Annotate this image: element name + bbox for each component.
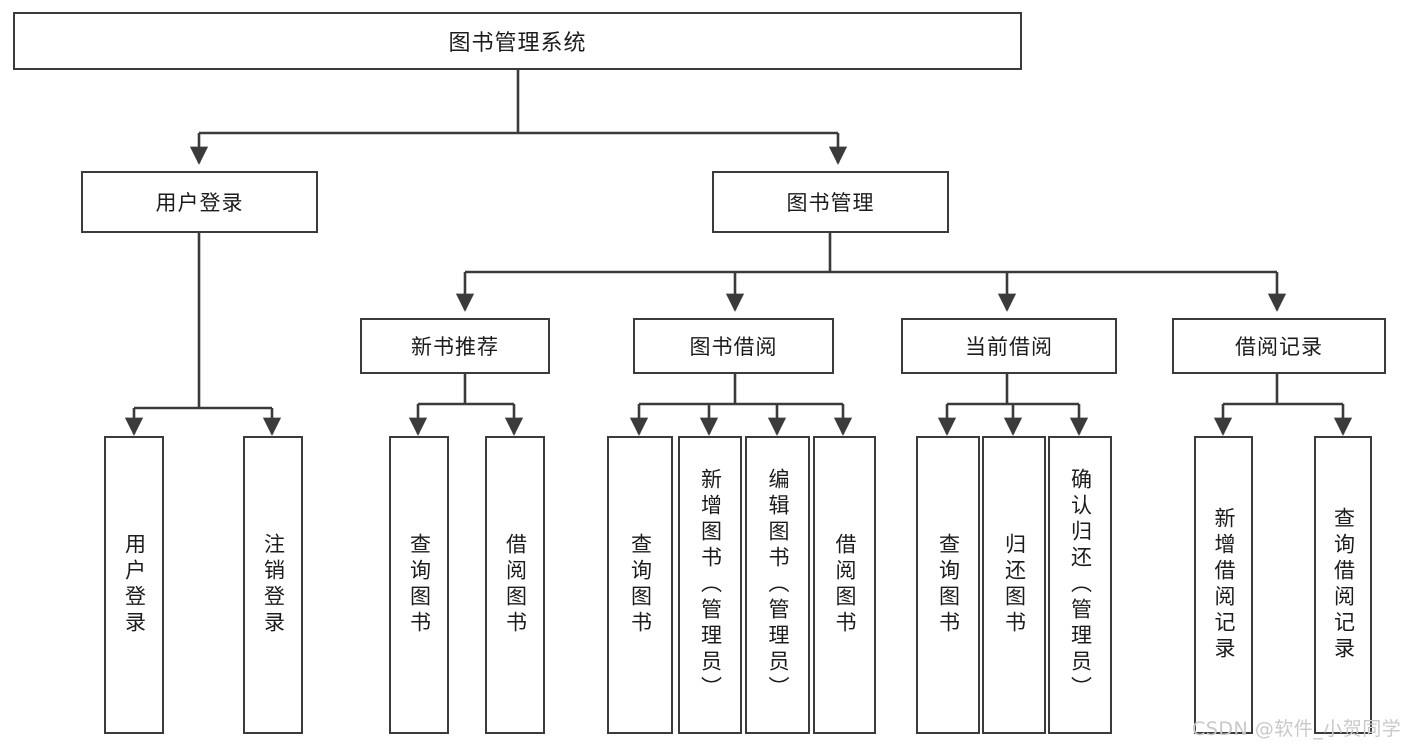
node-label: 用户登录 bbox=[155, 191, 244, 215]
node-label: 用户登录 bbox=[122, 533, 147, 637]
node-leaf-query-record[interactable]: 查询借阅记录 bbox=[1314, 436, 1372, 734]
node-label: 借阅图书 bbox=[833, 533, 857, 637]
node-label: 新书推荐 bbox=[411, 335, 499, 359]
node-leaf-edit-book[interactable]: 编辑图书（管理员） bbox=[745, 436, 810, 734]
node-leaf-query-book-2[interactable]: 查询图书 bbox=[607, 436, 673, 734]
node-label: 新增借阅记录 bbox=[1212, 507, 1236, 663]
node-label: 查询图书 bbox=[407, 533, 432, 637]
node-label: 注销登录 bbox=[261, 533, 286, 637]
node-borrow-record[interactable]: 借阅记录 bbox=[1172, 318, 1386, 374]
node-label: 确认归还（管理员） bbox=[1068, 468, 1093, 702]
node-leaf-user-login[interactable]: 用户登录 bbox=[104, 436, 164, 734]
node-leaf-query-book-3[interactable]: 查询图书 bbox=[916, 436, 980, 734]
node-label: 新增图书（管理员） bbox=[698, 468, 723, 702]
node-leaf-return-book[interactable]: 归还图书 bbox=[982, 436, 1046, 734]
node-current-borrow[interactable]: 当前借阅 bbox=[901, 318, 1117, 374]
node-label: 图书管理系统 bbox=[448, 31, 587, 56]
node-label: 借阅图书 bbox=[503, 533, 528, 637]
node-leaf-confirm-return[interactable]: 确认归还（管理员） bbox=[1048, 436, 1112, 734]
node-label: 归还图书 bbox=[1002, 533, 1027, 637]
node-label: 编辑图书（管理员） bbox=[766, 468, 790, 702]
node-user-login[interactable]: 用户登录 bbox=[81, 171, 318, 233]
node-book-borrow[interactable]: 图书借阅 bbox=[633, 318, 834, 374]
node-leaf-logout-login[interactable]: 注销登录 bbox=[243, 436, 303, 734]
node-leaf-borrow-book-2[interactable]: 借阅图书 bbox=[813, 436, 876, 734]
node-leaf-query-book-1[interactable]: 查询图书 bbox=[389, 436, 449, 734]
node-root-system[interactable]: 图书管理系统 bbox=[13, 12, 1022, 70]
node-label: 图书借阅 bbox=[689, 335, 778, 359]
node-label: 当前借阅 bbox=[965, 335, 1053, 359]
node-new-book-recommend[interactable]: 新书推荐 bbox=[360, 318, 550, 374]
node-leaf-borrow-book-1[interactable]: 借阅图书 bbox=[485, 436, 545, 734]
node-book-manage[interactable]: 图书管理 bbox=[712, 171, 949, 233]
watermark-text: CSDN @软件_小贺同学 bbox=[1192, 718, 1402, 740]
node-label: 借阅记录 bbox=[1235, 335, 1323, 359]
node-label: 查询借阅记录 bbox=[1331, 507, 1356, 663]
node-leaf-add-book[interactable]: 新增图书（管理员） bbox=[678, 436, 742, 734]
node-label: 查询图书 bbox=[628, 533, 653, 637]
node-label: 图书管理 bbox=[786, 191, 875, 215]
node-label: 查询图书 bbox=[936, 533, 961, 637]
node-leaf-add-record[interactable]: 新增借阅记录 bbox=[1194, 436, 1253, 734]
